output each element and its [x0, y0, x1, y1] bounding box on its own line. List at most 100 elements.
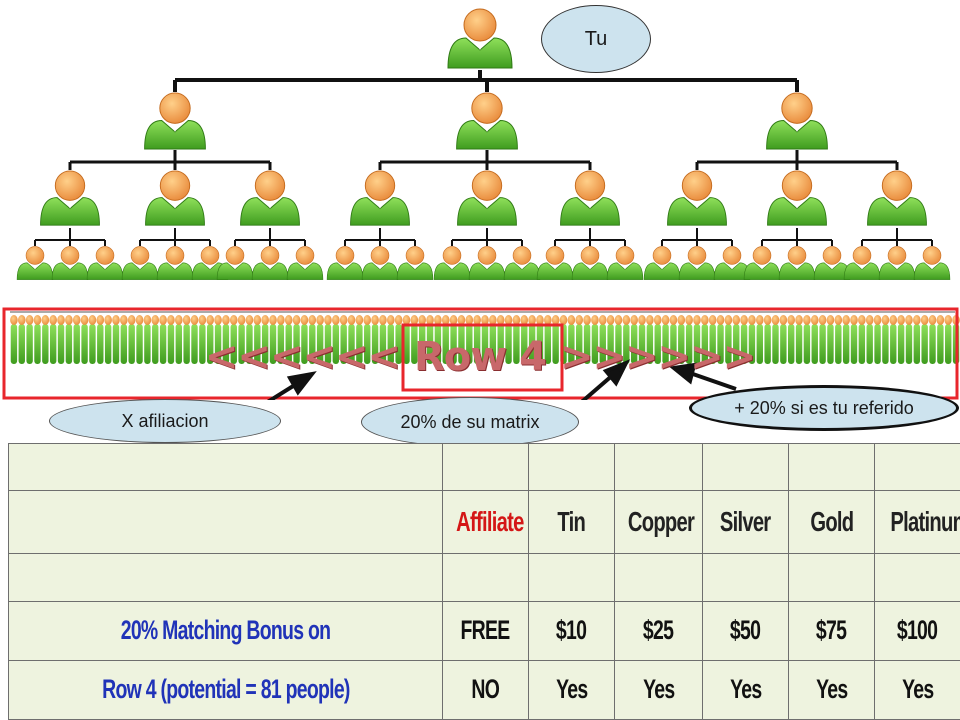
tier-tin-header: Tin [528, 490, 615, 555]
person-level4 [713, 246, 751, 280]
person-row4 [944, 315, 953, 364]
table-cell [788, 442, 875, 492]
person-row4 [591, 315, 599, 364]
callout-arrows [267, 359, 737, 400]
person-level4 [878, 246, 916, 280]
person-row4 [339, 315, 348, 364]
person-row4 [795, 315, 803, 364]
person-level4 [468, 246, 506, 280]
person-row4 [787, 315, 795, 364]
person-row4 [41, 315, 50, 364]
person-row4 [347, 315, 356, 364]
person-row4 [222, 315, 230, 364]
person-row4 [504, 315, 513, 364]
person-row4 [881, 315, 890, 364]
person-level4 [326, 246, 364, 280]
person-row4 [622, 315, 631, 364]
table-cell [614, 553, 703, 602]
person-row4 [379, 315, 387, 364]
person-row4 [371, 315, 379, 364]
person-row4 [653, 315, 662, 364]
person-row4 [308, 315, 317, 364]
row4-right-arrows: >>>>>> [560, 334, 756, 380]
person-level2 [766, 92, 828, 150]
matrix-tree [2, 8, 960, 400]
eligibility-row: Row 4 (potential = 81 people) NO Yes Yes… [8, 659, 960, 720]
person-row4 [394, 315, 403, 364]
person-level4 [251, 246, 289, 280]
price-affiliate: FREE [442, 600, 529, 661]
person-row4 [630, 315, 638, 364]
person-level3 [457, 170, 517, 226]
price-copper: $25 [614, 600, 703, 661]
table-cell [702, 553, 789, 602]
person-row4 [803, 315, 811, 364]
person-row4 [65, 315, 73, 364]
person-row4 [481, 315, 489, 364]
person-row4 [669, 315, 678, 364]
person-row4 [850, 315, 858, 364]
person-row4 [677, 315, 686, 364]
person-row4 [818, 315, 827, 364]
person-row4 [638, 315, 646, 364]
price-tin: $10 [528, 600, 615, 661]
person-row4 [810, 315, 819, 364]
person-row4 [237, 315, 246, 364]
person-row4 [151, 315, 160, 364]
person-row4 [57, 315, 65, 364]
person-row4 [763, 315, 772, 364]
person-level4 [361, 246, 399, 280]
eligibility-platinum: Yes [874, 659, 960, 720]
person-row4 [842, 315, 850, 364]
person-row4 [646, 315, 654, 364]
tier-gold-header: Gold [788, 490, 875, 555]
person-row4 [661, 315, 670, 364]
person-level3 [667, 170, 727, 226]
tier-copper-header: Copper [614, 490, 703, 555]
person-row4 [229, 315, 238, 364]
person-level4 [606, 246, 644, 280]
person-row4 [277, 315, 285, 364]
arrow-referido [689, 371, 737, 391]
person-row4 [120, 315, 128, 364]
bonus-label-cell: 20% Matching Bonus on [8, 600, 443, 661]
arrow-referido-head [669, 362, 697, 385]
person-you [447, 8, 513, 69]
tree-connectors [10, 70, 955, 313]
person-row4 [936, 315, 945, 364]
price-platinum: $100 [874, 600, 960, 661]
matrix-share-bubble: 20% de su matrix [361, 397, 579, 447]
per-affiliation-bubble: X afiliacion [49, 399, 281, 443]
person-level4 [51, 246, 89, 280]
table-cell [702, 442, 789, 492]
person-row4 [748, 315, 756, 364]
person-row4 [284, 315, 293, 364]
person-level4 [121, 246, 159, 280]
person-level4 [86, 246, 124, 280]
person-row4 [512, 315, 521, 364]
person-row4 [449, 315, 458, 364]
price-row: 20% Matching Bonus on FREE $10 $25 $50 $… [8, 600, 960, 661]
person-row4 [457, 315, 466, 364]
person-level4 [643, 246, 681, 280]
person-row4 [324, 315, 332, 364]
tier-platinum-header: Platinum [874, 490, 960, 555]
person-row4 [198, 315, 207, 364]
person-level3 [767, 170, 827, 226]
person-row4 [520, 315, 529, 364]
person-level4 [503, 246, 541, 280]
person-row4 [316, 315, 324, 364]
person-level4 [843, 246, 881, 280]
table-row [8, 553, 960, 602]
person-row4 [182, 315, 191, 364]
person-level4 [433, 246, 471, 280]
row4-banner: <<<<<< Row 4 >>>>>> [0, 327, 960, 387]
tier-silver-header: Silver [702, 490, 789, 555]
person-row4 [402, 315, 411, 364]
person-level4 [571, 246, 609, 280]
person-row4 [614, 315, 623, 364]
person-row4 [536, 315, 544, 364]
table-cell [614, 442, 703, 492]
person-level4 [216, 246, 254, 280]
you-bubble: Tu [541, 5, 651, 73]
